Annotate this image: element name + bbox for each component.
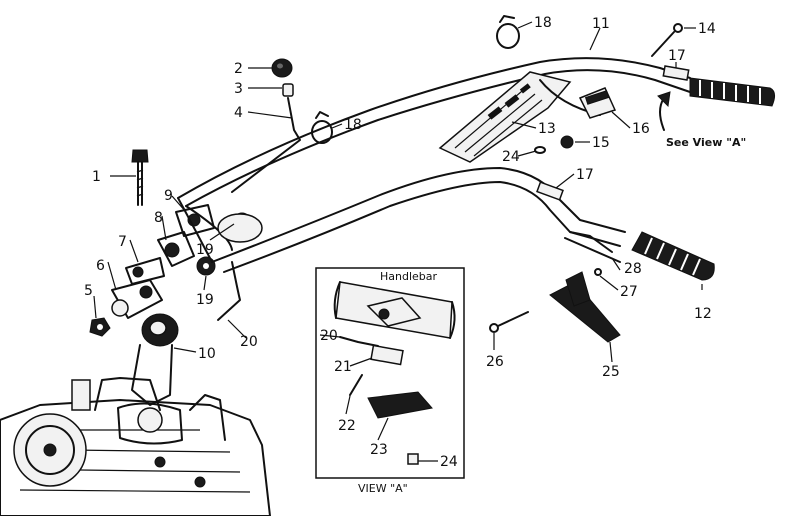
see-view-label: See View "A": [666, 136, 746, 149]
callouts: 1 2 3 4 5 6 7 8 9 10 11 12 13 14 15 16 1…: [84, 15, 716, 470]
see-view-arrow: [657, 91, 671, 131]
callout-18b: 18: [344, 117, 362, 133]
callout-12: 12: [694, 306, 712, 322]
callout-20b: 20: [320, 328, 338, 344]
callout-11: 11: [592, 16, 610, 32]
callout-25: 25: [602, 364, 620, 380]
nut-5: [89, 317, 111, 337]
nut-15: [560, 135, 574, 149]
callout-22: 22: [338, 418, 356, 434]
callout-2: 2: [234, 61, 243, 77]
tube-17: [536, 65, 690, 201]
grip-12-lower: [631, 231, 715, 281]
bolt-26: [489, 311, 529, 333]
ferrule-3: [282, 83, 294, 97]
handlebar-11: [177, 57, 691, 273]
spacer-27: [594, 268, 602, 276]
callout-17a: 17: [668, 48, 686, 64]
callout-6: 6: [96, 258, 105, 274]
callout-8: 8: [154, 210, 163, 226]
callout-4: 4: [234, 105, 243, 121]
grip-12-upper: [689, 77, 776, 107]
callout-28: 28: [624, 261, 642, 277]
console-panel-13: [438, 71, 572, 163]
callout-3: 3: [234, 81, 243, 97]
callout-27: 27: [620, 284, 638, 300]
callout-24a: 24: [502, 149, 520, 165]
callout-20a: 20: [240, 334, 258, 350]
callout-7: 7: [118, 234, 127, 250]
engine-housing: [0, 377, 271, 516]
lever-25: [549, 271, 621, 343]
callout-26: 26: [486, 354, 504, 370]
callout-15: 15: [592, 135, 610, 151]
callout-18a: 18: [534, 15, 552, 31]
callout-14: 14: [698, 21, 716, 37]
view-title: VIEW "A": [358, 482, 408, 495]
clip-18-upper: [496, 15, 520, 49]
bracket-16: [578, 87, 617, 119]
view-a-inset: [315, 267, 465, 479]
bracket-7: [125, 257, 165, 285]
leader-lines: [93, 21, 703, 462]
callout-19b: 19: [196, 292, 214, 308]
callout-16: 16: [632, 121, 650, 137]
handle-support-10: [117, 313, 183, 445]
washer-24: [534, 146, 546, 154]
clamp-8: [157, 231, 195, 267]
rod-28: [564, 231, 621, 263]
callout-13: 13: [538, 121, 556, 137]
screw-14: [651, 23, 683, 57]
callout-10: 10: [198, 346, 216, 362]
callout-5: 5: [84, 283, 93, 299]
callout-21: 21: [334, 359, 352, 375]
bracket-6: [111, 279, 163, 319]
callout-23: 23: [370, 442, 388, 458]
handlebar-label: Handlebar: [380, 270, 438, 283]
callout-1: 1: [92, 169, 101, 185]
bolt-1: [131, 149, 149, 206]
callout-17b: 17: [576, 167, 594, 183]
callout-24b: 24: [440, 454, 458, 470]
knob-2: [271, 58, 293, 78]
callout-9: 9: [164, 188, 173, 204]
callout-19a: 19: [196, 242, 214, 258]
